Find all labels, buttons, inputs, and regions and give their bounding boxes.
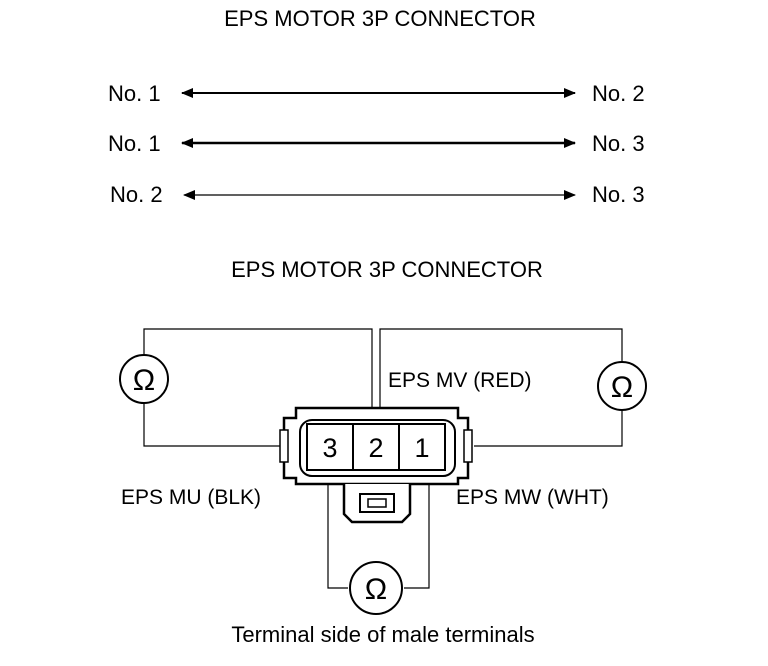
ohmmeter-bottom: Ω <box>349 561 403 615</box>
pin-cell-3 <box>306 423 354 471</box>
lead-bottom-meter-pin1 <box>404 472 430 589</box>
row-1-to: No. 2 <box>592 81 645 106</box>
ohmmeter-left: Ω <box>119 354 169 404</box>
top-title: EPS MOTOR 3P CONNECTOR <box>224 6 536 31</box>
continuity-row-2: No. 1 No. 3 <box>108 131 645 156</box>
pin-cell-1 <box>398 423 446 471</box>
ohm-icon-right: Ω <box>611 371 633 404</box>
ohm-icon-bottom: Ω <box>365 573 387 606</box>
lead-pin3-bottom-meter <box>327 472 348 589</box>
connector-housing <box>279 406 473 524</box>
pin-cell-2 <box>352 423 400 471</box>
pin-label-3: 3 <box>322 433 337 463</box>
row-2-from: No. 1 <box>108 131 161 156</box>
row-3-from: No. 2 <box>110 182 163 207</box>
continuity-row-1: No. 1 No. 2 <box>108 81 645 106</box>
wire-label-mu: EPS MU (BLK) <box>121 486 261 509</box>
ohmmeter-right: Ω <box>597 361 647 411</box>
lead-pin2-right-meter <box>379 328 623 414</box>
row-3-to: No. 3 <box>592 182 645 207</box>
pin-label-1: 1 <box>414 433 429 463</box>
row-2-to: No. 3 <box>592 131 645 156</box>
lead-left-meter-pin3 <box>143 404 281 447</box>
test-leads <box>143 328 623 589</box>
wire-label-mv: EPS MV (RED) <box>388 369 532 392</box>
caption: Terminal side of male terminals <box>231 622 534 647</box>
lead-pin2-left-meter <box>143 328 373 414</box>
lead-right-meter-pin1 <box>474 410 623 447</box>
row-1-from: No. 1 <box>108 81 161 106</box>
continuity-row-3: No. 2 No. 3 <box>110 182 645 207</box>
wire-label-mw: EPS MW (WHT) <box>456 486 609 509</box>
pin-label-2: 2 <box>368 433 383 463</box>
ohm-icon-left: Ω <box>133 364 155 397</box>
connector-title: EPS MOTOR 3P CONNECTOR <box>231 257 543 282</box>
